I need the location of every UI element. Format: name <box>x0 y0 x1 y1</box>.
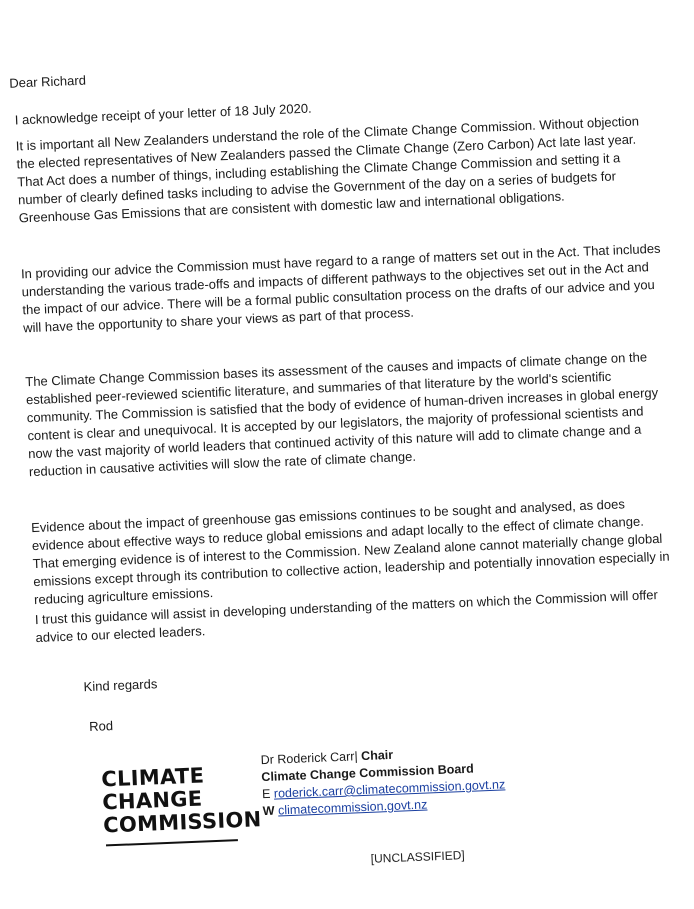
paragraph-advice-process: In providing our advice the Commission m… <box>20 240 661 336</box>
website-prefix: W <box>262 803 275 819</box>
signatory-name: Dr Roderick Carr <box>260 749 355 768</box>
salutation: Dear Richard <box>9 72 87 91</box>
paragraph-commission-role: It is important all New Zealanders under… <box>15 113 640 226</box>
climate-change-commission-logo: CLIMATE CHANGE COMMISSION <box>101 762 262 837</box>
email-prefix: E <box>261 786 271 802</box>
logo-line-3: COMMISSION <box>102 807 262 838</box>
logo-underline <box>105 839 238 847</box>
signature-block: Dr Roderick Carr| Chair Climate Change C… <box>260 742 506 820</box>
signatory-title: Chair <box>360 747 394 764</box>
closing-phrase: Kind regards <box>83 676 158 695</box>
classification-label: [UNCLASSIFIED] <box>370 848 466 866</box>
paragraph-scientific-basis: The Climate Change Commission bases its … <box>25 349 659 480</box>
signoff-name: Rod <box>88 718 114 734</box>
name-title-separator: | <box>354 749 358 764</box>
